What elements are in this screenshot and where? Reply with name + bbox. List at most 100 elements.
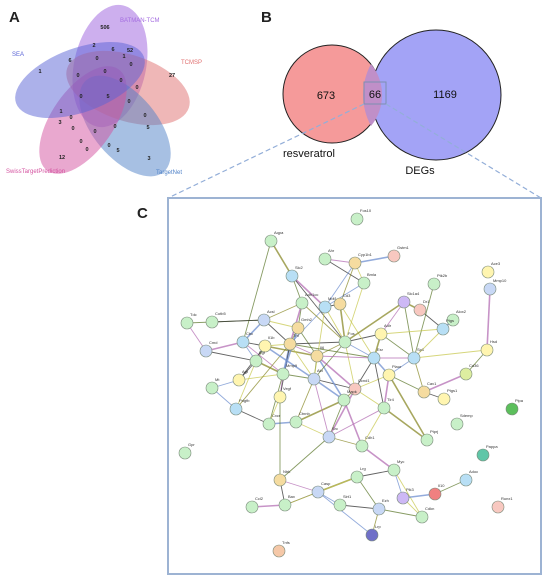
network-node[interactable]: Hsd xyxy=(480,339,497,357)
network-node-circle[interactable] xyxy=(413,303,427,317)
network-node-circle[interactable] xyxy=(427,277,441,291)
network-node[interactable]: Cbc xyxy=(236,331,253,349)
network-node-circle[interactable] xyxy=(333,498,347,512)
network-node-circle[interactable] xyxy=(387,463,401,477)
network-node-circle[interactable] xyxy=(505,402,519,416)
network-node[interactable]: Ezh xyxy=(372,498,389,516)
network-node-circle[interactable] xyxy=(273,390,287,404)
network-node[interactable]: Bax xyxy=(278,494,295,512)
network-node-circle[interactable] xyxy=(428,487,442,501)
network-node[interactable]: Acsl xyxy=(257,309,275,327)
network-node[interactable]: Ccl2 xyxy=(245,496,264,514)
network-node-circle[interactable] xyxy=(257,313,271,327)
network-node-circle[interactable] xyxy=(337,393,351,407)
network-node-circle[interactable] xyxy=(318,300,332,314)
network-node-circle[interactable] xyxy=(382,368,396,382)
network-node-circle[interactable] xyxy=(307,372,321,386)
network-node-circle[interactable] xyxy=(365,528,379,542)
network-node[interactable]: Tnf xyxy=(283,333,300,351)
network-node-circle[interactable] xyxy=(318,252,332,266)
network-node-circle[interactable] xyxy=(264,234,278,248)
network-node[interactable]: Pdgfb xyxy=(229,398,250,416)
network-node-circle[interactable] xyxy=(199,344,213,358)
network-node-circle[interactable] xyxy=(350,470,364,484)
network-node[interactable]: Pappa xyxy=(476,444,498,462)
network-node[interactable]: Mmp10 xyxy=(483,278,507,296)
network-node-circle[interactable] xyxy=(322,430,336,444)
network-node-circle[interactable] xyxy=(374,327,388,341)
network-node-circle[interactable] xyxy=(397,295,411,309)
network-node-circle[interactable] xyxy=(205,315,219,329)
network-node-circle[interactable] xyxy=(415,510,429,524)
network-node[interactable]: Cd3 xyxy=(333,293,351,311)
network-node-circle[interactable] xyxy=(357,276,371,290)
network-node[interactable]: Akt xyxy=(307,368,324,386)
network-node[interactable]: Slc2 xyxy=(285,265,304,283)
network-node-circle[interactable] xyxy=(262,417,276,431)
network-node-circle[interactable] xyxy=(483,282,497,296)
network-node[interactable]: Tlr4 xyxy=(377,397,395,415)
network-node[interactable]: Cav1 xyxy=(417,381,437,399)
network-node-circle[interactable] xyxy=(480,343,494,357)
network-node[interactable]: Lrg xyxy=(350,466,366,484)
network-node[interactable]: Ptgs1 xyxy=(437,388,458,406)
network-node-circle[interactable] xyxy=(236,335,250,349)
network-node-circle[interactable] xyxy=(205,381,219,395)
network-node-circle[interactable] xyxy=(348,382,362,396)
network-node-circle[interactable] xyxy=(387,249,401,263)
network-node-circle[interactable] xyxy=(407,351,421,365)
network-node[interactable]: Cdkn xyxy=(415,506,434,524)
network-node[interactable]: Fos10 xyxy=(350,208,372,226)
network-node-circle[interactable] xyxy=(436,322,450,336)
network-node[interactable]: Src xyxy=(322,426,338,444)
network-node-circle[interactable] xyxy=(420,433,434,447)
network-node-circle[interactable] xyxy=(350,212,364,226)
network-node[interactable]: Cotb5 xyxy=(205,311,226,329)
network-node[interactable]: Alox2 xyxy=(446,309,467,327)
network-node[interactable]: Mapk xyxy=(337,389,357,407)
network-node[interactable]: Ahr xyxy=(318,248,335,266)
network-node-circle[interactable] xyxy=(283,337,297,351)
network-node-circle[interactable] xyxy=(481,265,495,279)
network-node-circle[interactable] xyxy=(372,502,386,516)
network-node[interactable]: Agt xyxy=(232,369,249,387)
network-node-circle[interactable] xyxy=(289,415,303,429)
network-node[interactable]: Cyp1b1 xyxy=(348,252,373,270)
network-node[interactable]: Sdemp xyxy=(450,413,473,431)
network-node[interactable]: Cmd xyxy=(199,340,217,358)
network-node-circle[interactable] xyxy=(459,473,473,487)
network-node[interactable]: Ctnnb xyxy=(289,411,310,429)
network-node[interactable]: Plaur xyxy=(382,364,402,382)
network-node-circle[interactable] xyxy=(285,269,299,283)
network-node[interactable]: Ntrk xyxy=(273,469,290,487)
network-node[interactable]: Pipa xyxy=(505,398,524,416)
network-node-circle[interactable] xyxy=(258,339,272,353)
network-node[interactable]: Il10 xyxy=(428,483,445,501)
network-node-circle[interactable] xyxy=(459,367,473,381)
network-node[interactable]: Cdh1 xyxy=(355,435,375,453)
network-node[interactable]: Adoc xyxy=(459,469,478,487)
network-node[interactable]: Esr xyxy=(367,347,384,365)
network-node-circle[interactable] xyxy=(450,417,464,431)
network-node-circle[interactable] xyxy=(417,385,431,399)
network-node[interactable]: Casp xyxy=(311,481,331,499)
network-node[interactable]: Adh1cc xyxy=(295,292,318,310)
network-node[interactable]: Dr1 xyxy=(413,299,430,317)
network-node-circle[interactable] xyxy=(355,439,369,453)
network-node[interactable]: Lrp xyxy=(365,524,382,542)
network-node-circle[interactable] xyxy=(437,392,451,406)
network-node[interactable]: Ccnd1 xyxy=(348,378,370,396)
network-node[interactable]: Ptgs xyxy=(436,318,454,336)
network-node[interactable]: Aqpa xyxy=(264,230,284,248)
network-node[interactable]: Ace3 xyxy=(481,261,501,279)
network-node[interactable]: Gmh2 xyxy=(291,317,313,335)
network-node[interactable]: Cxcr xyxy=(262,413,281,431)
network-node[interactable]: Ptk2b xyxy=(427,273,448,291)
network-node[interactable]: Egf xyxy=(249,350,266,368)
network-node[interactable]: Fos xyxy=(338,331,355,349)
network-node[interactable]: Runx1 xyxy=(491,496,513,514)
network-node[interactable]: Vegf xyxy=(273,386,292,404)
network-node[interactable]: Ptprj xyxy=(420,429,438,447)
network-node[interactable]: Tdc xyxy=(180,312,197,330)
network-node-circle[interactable] xyxy=(245,500,259,514)
